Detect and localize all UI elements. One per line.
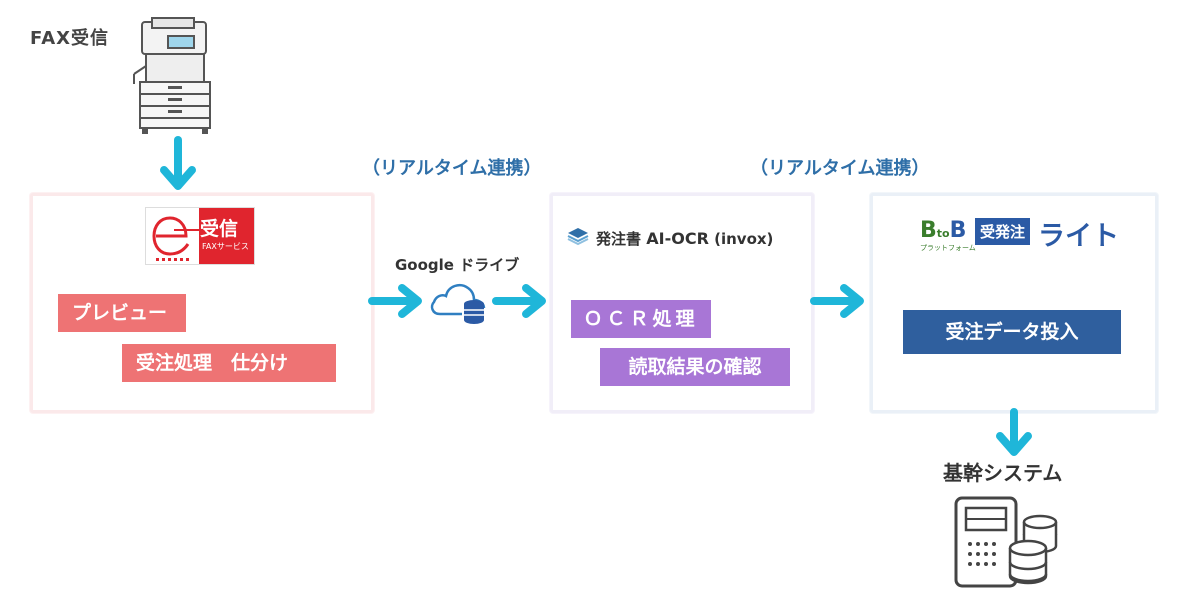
ereceive-logo: 受信 FAXサービス (145, 207, 255, 265)
btob-logo-to: to (936, 227, 950, 240)
ereceive-logo-red-block (199, 208, 254, 264)
arrow-down-core (996, 408, 1032, 456)
realtime-label-left: （リアルタイム連携） (362, 158, 542, 179)
btob-badge: 受発注 (975, 218, 1031, 245)
arrow-right-to-btob (810, 284, 864, 318)
btob-logo-b1: B (920, 218, 937, 243)
cloud-storage-icon (430, 284, 486, 324)
ocr-title: 発注書 AI-OCR (invox) (596, 228, 773, 249)
ereceive-logo-text: 受信 (200, 218, 239, 240)
btob-product-name: ライト (1038, 221, 1119, 252)
realtime-label-right: （リアルタイム連携） (750, 158, 930, 179)
ereceive-logo-subtext: FAXサービス (202, 242, 249, 251)
fax-label: FAX受信 (30, 28, 110, 49)
e-letter-icon (152, 216, 200, 261)
printer-icon (133, 17, 211, 134)
btob-logo: BtoB (920, 218, 966, 243)
btob-logo-b2: B (949, 218, 967, 243)
ocr-process-button[interactable]: ＯＣＲ処理 (571, 300, 711, 338)
ocr-title-main: AI-OCR (646, 229, 709, 248)
check-results-button[interactable]: 読取結果の確認 (600, 348, 790, 386)
google-drive-label: Google ドライブ (395, 256, 520, 274)
arrow-down-printer (160, 136, 196, 190)
order-data-import-button[interactable]: 受注データ投入 (903, 310, 1121, 354)
core-system-label: 基幹システム (943, 461, 1063, 485)
arrow-right-to-ocr (492, 284, 546, 318)
arrow-right-to-drive (368, 284, 422, 318)
preview-button[interactable]: プレビュー (58, 294, 186, 332)
server-database-icon (954, 496, 1058, 588)
order-sort-button[interactable]: 受注処理 仕分け (122, 344, 336, 382)
layers-icon (567, 228, 589, 246)
btob-logo-platform: プラットフォーム (920, 244, 976, 252)
ocr-title-prefix: 発注書 (596, 230, 642, 248)
ocr-title-suffix: (invox) (714, 230, 774, 248)
